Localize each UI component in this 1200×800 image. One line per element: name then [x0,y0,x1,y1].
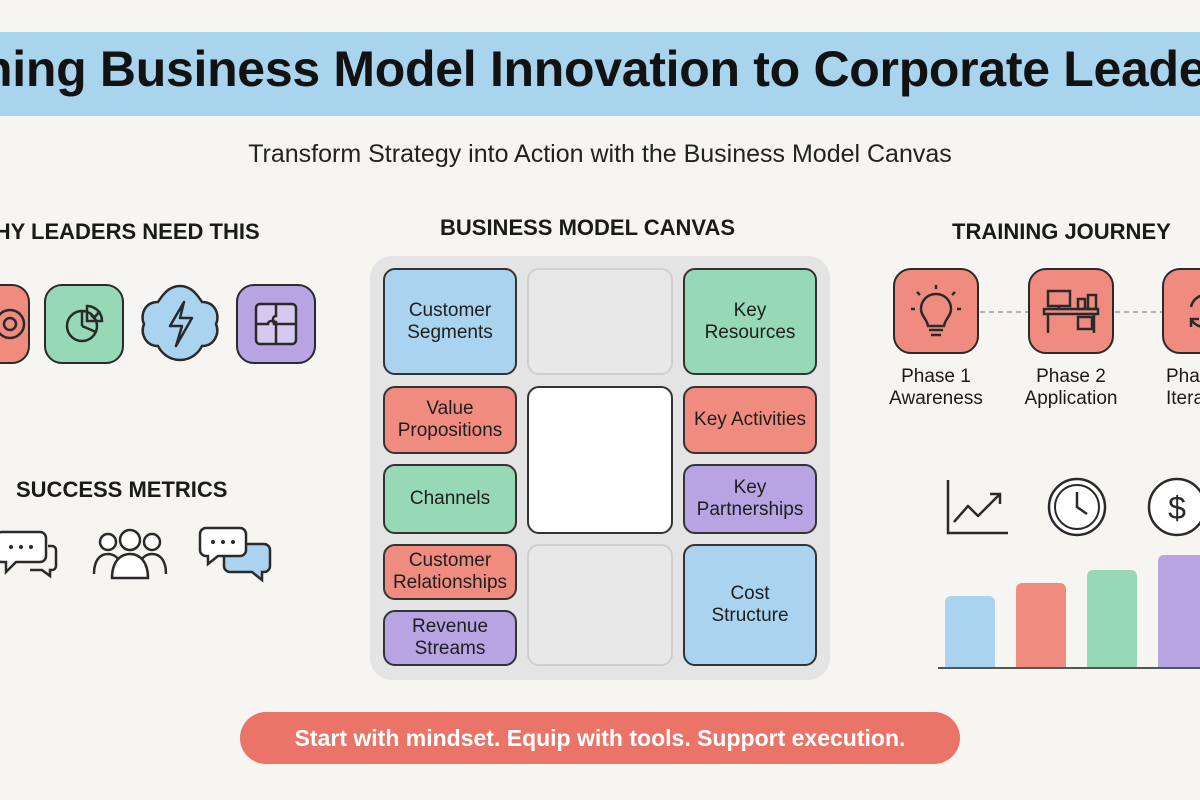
chart-baseline [938,667,1200,669]
dollar-icon: $ [1146,476,1200,538]
canvas-cell-value-propositions: Value Propositions [383,386,517,454]
page-title: Teaching Business Model Innovation to Co… [0,41,1200,97]
phase-3-label: Phase 3 Iteration [1166,366,1200,410]
cell-label: Value Propositions [397,398,503,441]
team-icon [92,528,168,580]
lightbulb-icon [893,268,979,354]
journey-section-title: TRAINING JOURNEY [952,219,1171,244]
puzzle-icon [236,284,316,364]
cell-label: Customer Segments [407,299,493,343]
chat-bubbles-icon [198,526,272,583]
cell-label: Key Resources [704,299,796,343]
tagline-pill: Start with mindset. Equip with tools. Su… [240,712,960,764]
chart-bar-3 [1087,570,1137,667]
metrics-section-title: SUCCESS METRICS [16,477,228,502]
canvas-cell-customer-segments: Customer Segments [383,268,517,375]
cell-label: Channels [409,488,491,509]
canvas-cell-revenue-streams: Revenue Streams [383,610,517,666]
phase-number: Phase 2 [1036,366,1106,387]
cycle-arrows-icon [1162,268,1200,354]
canvas-cell-cost-structure: Cost Structure [683,544,817,666]
target-icon [0,284,30,364]
chart-bar-1 [945,596,995,667]
canvas-cell-empty-top [527,268,673,375]
chart-bar-2 [1016,583,1066,667]
canvas-cell-channels: Channels [383,464,517,534]
why-section-title: WHY LEADERS NEED THIS [0,219,260,244]
business-model-canvas: Customer Segments Value Propositions Cha… [370,256,830,680]
phase-name: Awareness [889,388,983,409]
canvas-cell-empty-center [527,386,673,534]
phase-name: Iteration [1166,388,1200,409]
svg-text:$: $ [1168,490,1186,526]
page-subtitle: Transform Strategy into Action with the … [248,140,952,168]
canvas-cell-customer-relationships: Customer Relationships [383,544,517,600]
phase-2-label: Phase 2 Application [1011,366,1131,410]
phase-name: Application [1024,388,1118,409]
canvas-cell-empty-bottom [527,544,673,666]
clock-icon [1046,476,1108,538]
pie-chart-icon [44,284,124,364]
cell-label: Key Partnerships [696,477,804,520]
cell-label: Cost Structure [711,583,789,626]
phase-number: Phase 1 [901,366,971,387]
growth-bar-chart [938,540,1200,669]
phase-number: Phase 3 [1166,366,1200,387]
canvas-section-title: BUSINESS MODEL CANVAS [440,215,736,240]
canvas-cell-key-partnerships: Key Partnerships [683,464,817,534]
chart-bar-4 [1158,555,1200,667]
phase-1-label: Phase 1 Awareness [876,366,996,410]
cell-label: Revenue Streams [411,616,489,659]
desk-icon [1028,268,1114,354]
canvas-cell-key-activities: Key Activities [683,386,817,454]
canvas-cell-key-resources: Key Resources [683,268,817,375]
speech-bubble-icon [0,526,58,579]
lightning-icon [136,280,224,366]
line-chart-icon [944,478,1010,536]
cell-label: Customer Relationships [392,550,508,593]
cell-label: Key Activities [694,409,806,430]
title-banner: Teaching Business Model Innovation to Co… [0,32,1200,116]
